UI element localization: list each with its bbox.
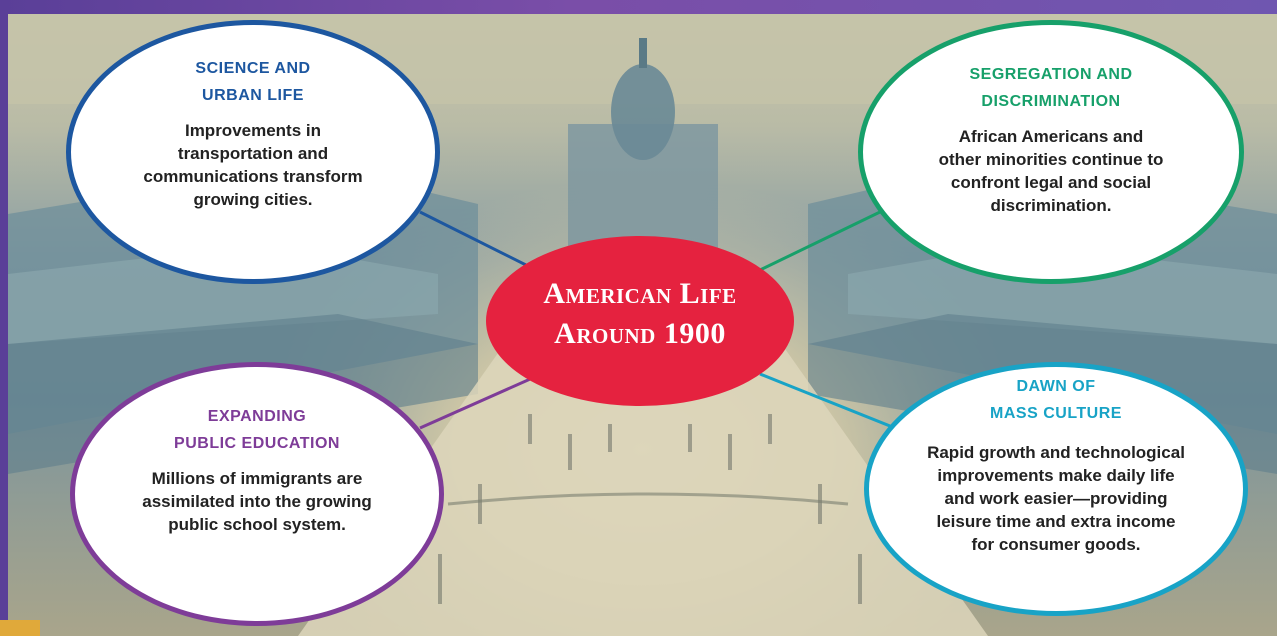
bubble-heading: SEGREGATION AND DISCRIMINATION [863,61,1239,115]
bubble-science-urban-life: SCIENCE AND URBAN LIFE Improvements in t… [66,20,440,284]
heading-line: MASS CULTURE [990,405,1122,422]
body-line: for consumer goods. [971,535,1141,554]
body-line: transportation and [177,144,329,163]
central-topic-line: Around 1900 [554,317,726,350]
bubble-public-education: EXPANDING PUBLIC EDUCATION Millions of i… [70,362,444,626]
body-line: leisure time and extra income [936,512,1176,531]
heading-line: SEGREGATION AND [969,66,1133,83]
heading-line: PUBLIC EDUCATION [174,435,340,452]
body-line: improvements make daily life [937,466,1175,485]
body-line: growing cities. [193,190,313,209]
heading-line: DISCRIMINATION [981,93,1121,110]
body-line: Rapid growth and technological [927,443,1185,462]
bubble-segregation-discrimination: SEGREGATION AND DISCRIMINATION African A… [858,20,1244,284]
bubble-body: Improvements in transportation and commu… [133,119,373,211]
body-line: Millions of immigrants are [151,469,363,488]
heading-line: DAWN OF [1016,378,1096,395]
body-line: African Americans and [958,127,1144,146]
central-topic: American Life Around 1900 [486,236,794,406]
heading-line: URBAN LIFE [202,87,304,104]
central-topic-line: American Life [543,277,737,310]
heading-line: SCIENCE AND [195,60,311,77]
bubble-heading: DAWN OF MASS CULTURE [869,373,1243,427]
bubble-body: Millions of immigrants are assimilated i… [132,467,382,536]
bubble-body: Rapid growth and technological improveme… [886,441,1226,556]
accent-bar [0,620,40,636]
body-line: other minorities continue to [938,150,1164,169]
bubble-heading: SCIENCE AND URBAN LIFE [71,55,435,109]
bubble-body: African Americans and other minorities c… [920,125,1182,217]
body-line: confront legal and social [950,173,1152,192]
body-line: discrimination. [990,196,1112,215]
body-line: public school system. [168,515,346,534]
bubble-mass-culture: DAWN OF MASS CULTURE Rapid growth and te… [864,362,1248,616]
body-line: and work easier—providing [944,489,1168,508]
body-line: Improvements in [184,121,322,140]
body-line: communications transform [143,167,363,186]
heading-line: EXPANDING [207,408,307,425]
body-line: assimilated into the growing [142,492,372,511]
bubble-heading: EXPANDING PUBLIC EDUCATION [75,403,439,457]
